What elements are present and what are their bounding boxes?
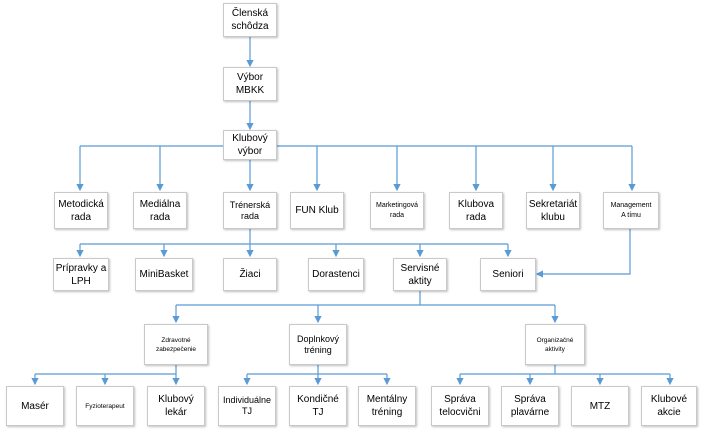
node-individualne-tj: Individuálne TJ bbox=[218, 386, 276, 426]
node-organizacne-aktivity: Organizačné aktivity bbox=[525, 324, 585, 365]
node-doplnkovy-trening: Doplnkový tréning bbox=[289, 324, 347, 365]
node-klubovy-lekar: Klubový lekár bbox=[147, 386, 205, 426]
node-clenska-schodza: Členská schôdza bbox=[223, 3, 277, 37]
node-mtz: MTZ bbox=[571, 386, 629, 426]
node-management-a-timu: Management A tímu bbox=[603, 192, 659, 229]
node-minibasket: MiniBasket bbox=[135, 258, 193, 291]
node-ziaci: Žiaci bbox=[223, 258, 277, 291]
node-dorastenci: Dorastenci bbox=[308, 258, 364, 291]
node-marketingova-rada: Marketingová rada bbox=[370, 192, 424, 229]
node-klubovy-vybor: Klubový výbor bbox=[223, 130, 277, 160]
node-zdravotne-zabezpecenie: Zdravotné zabezpečenie bbox=[144, 324, 208, 365]
node-metodicka-rada: Metodická rada bbox=[54, 192, 108, 229]
node-trenerska-rada: Trénerská rada bbox=[223, 192, 277, 229]
node-sprava-telocvicni: Správa telocvični bbox=[431, 386, 489, 426]
node-sprava-plavarne: Správa plavárne bbox=[501, 386, 559, 426]
node-klubova-rada: Klubova rada bbox=[449, 192, 503, 229]
node-kondicne-tj: Kondičné TJ bbox=[289, 386, 347, 426]
node-sekretariat-klubu: Sekretariát klubu bbox=[526, 192, 580, 229]
node-fun-klub: FUN Klub bbox=[290, 192, 344, 229]
node-klubove-akcie: Klubové akcie bbox=[641, 386, 697, 426]
node-medialna-rada: Mediálna rada bbox=[133, 192, 187, 229]
node-maser: Masér bbox=[6, 386, 64, 426]
node-servisne-aktity: Servisné aktity bbox=[393, 258, 447, 291]
node-pripravky-lph: Prípravky a LPH bbox=[53, 258, 109, 291]
node-mentalny-trening: Mentálny tréning bbox=[358, 386, 416, 426]
node-seniori: Seniori bbox=[480, 258, 536, 291]
node-vybor-mbkk: Výbor MBKK bbox=[223, 67, 277, 101]
node-fyzioterapeut: Fyzioterapeut bbox=[76, 386, 134, 426]
